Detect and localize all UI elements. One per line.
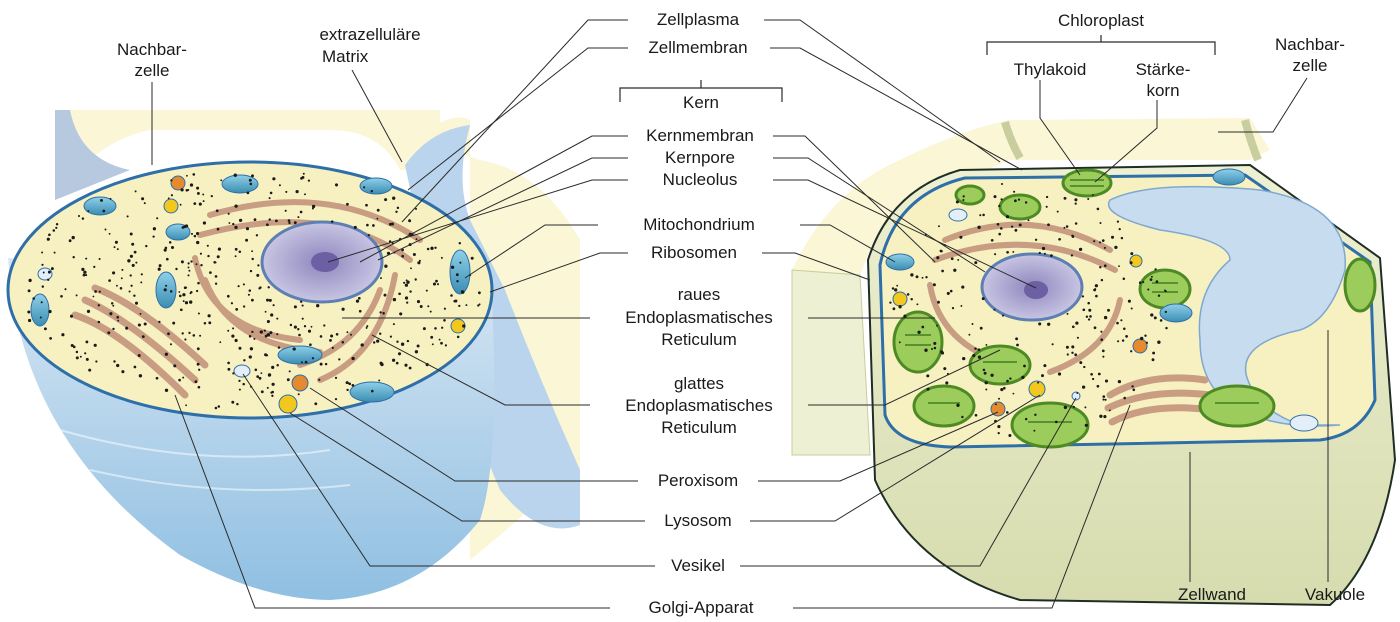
plant-peroxisome-2 bbox=[1133, 339, 1147, 353]
label-staerkekorn-1: Stärke- bbox=[1136, 60, 1191, 79]
animal-lysosome-2 bbox=[279, 395, 297, 413]
plant-vesicle-1 bbox=[949, 209, 967, 221]
animal-peroxisome-1 bbox=[171, 176, 185, 190]
label-nucleolus: Nucleolus bbox=[663, 170, 738, 189]
label-extrazellulaere-1: extrazelluläre bbox=[319, 25, 420, 44]
chloroplast-bracket bbox=[987, 35, 1215, 55]
label-ribosomen: Ribosomen bbox=[651, 243, 737, 262]
label-zellwand: Zellwand bbox=[1178, 585, 1246, 604]
label-raues-er-3: Reticulum bbox=[661, 330, 737, 349]
plant-cell bbox=[792, 118, 1395, 605]
label-raues-er-1: raues bbox=[678, 285, 721, 304]
label-zellmembran: Zellmembran bbox=[648, 38, 747, 57]
animal-nucleolus bbox=[311, 252, 339, 272]
animal-vesicle-2 bbox=[234, 365, 250, 377]
plant-vesicle-2 bbox=[1290, 415, 1318, 431]
label-nachbarzelle-left-1: Nachbar- bbox=[117, 40, 187, 59]
label-extrazellulaere-2: Matrix bbox=[322, 47, 369, 66]
animal-labels: Nachbar- zelle extrazelluläre Matrix bbox=[117, 25, 421, 80]
animal-vesicle-1 bbox=[38, 268, 52, 280]
label-nachbarzelle-right-1: Nachbar- bbox=[1275, 35, 1345, 54]
plant-lysosome-2 bbox=[1029, 381, 1045, 397]
label-kernmembran: Kernmembran bbox=[646, 126, 754, 145]
center-labels: Zellplasma Zellmembran Kern Kernmembran … bbox=[625, 10, 772, 617]
label-kernpore: Kernpore bbox=[665, 148, 735, 167]
label-thylakoid: Thylakoid bbox=[1014, 60, 1087, 79]
label-glattes-er-1: glattes bbox=[674, 374, 724, 393]
label-raues-er-2: Endoplasmatisches bbox=[625, 308, 772, 327]
animal-cell bbox=[8, 110, 580, 600]
label-vakuole: Vakuole bbox=[1305, 585, 1365, 604]
label-golgi-apparat: Golgi-Apparat bbox=[649, 598, 754, 617]
label-nachbarzelle-right-2: zelle bbox=[1293, 56, 1328, 75]
label-chloroplast: Chloroplast bbox=[1058, 11, 1144, 30]
label-peroxisom: Peroxisom bbox=[658, 471, 738, 490]
label-glattes-er-3: Reticulum bbox=[661, 418, 737, 437]
label-lysosom: Lysosom bbox=[664, 511, 731, 530]
label-kern: Kern bbox=[683, 93, 719, 112]
label-nachbarzelle-left-2: zelle bbox=[135, 61, 170, 80]
label-mitochondrium: Mitochondrium bbox=[643, 215, 755, 234]
plant-lysosome-1 bbox=[893, 292, 907, 306]
label-glattes-er-2: Endoplasmatisches bbox=[625, 396, 772, 415]
animal-peroxisome-2 bbox=[292, 375, 308, 391]
plant-lysosome-3 bbox=[1130, 255, 1142, 267]
label-zellplasma: Zellplasma bbox=[657, 10, 740, 29]
label-vesikel: Vesikel bbox=[671, 556, 725, 575]
neighbor-cell-plant-left bbox=[792, 270, 870, 455]
animal-lysosome-1 bbox=[164, 199, 178, 213]
label-staerkekorn-2: korn bbox=[1146, 81, 1179, 100]
